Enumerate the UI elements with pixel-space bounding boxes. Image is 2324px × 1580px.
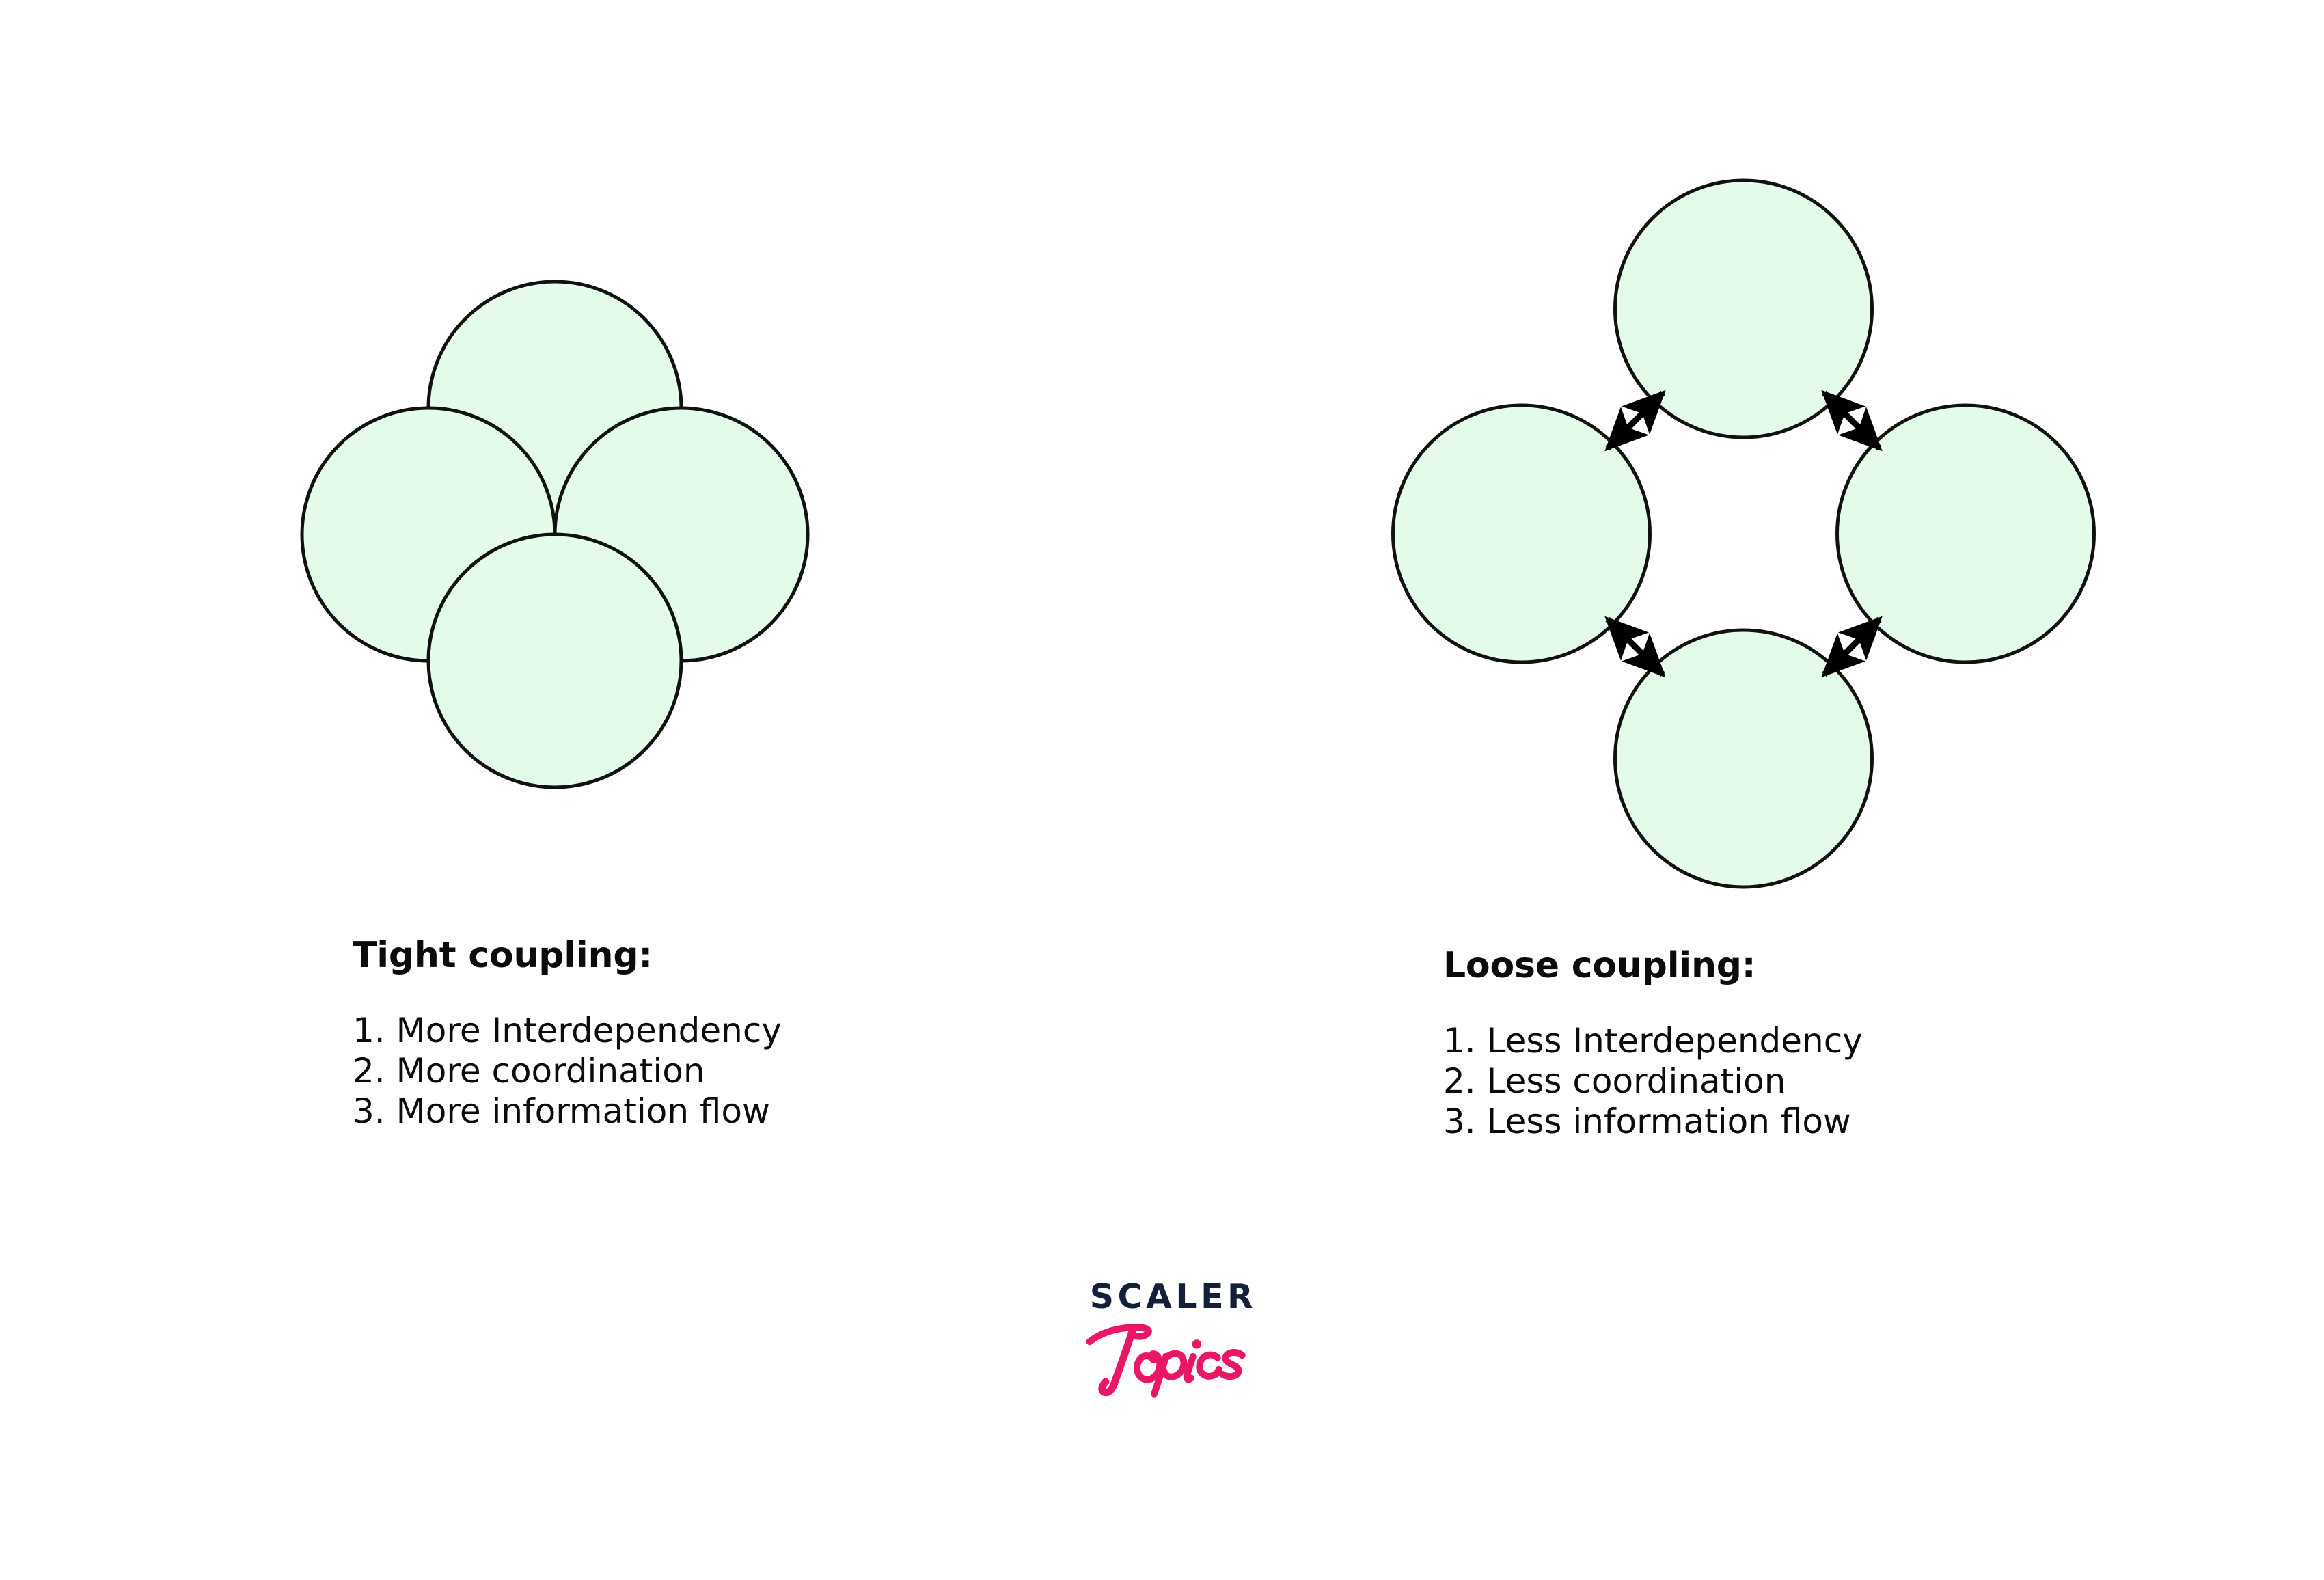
list-item: 1. More Interdependency bbox=[353, 1011, 1104, 1051]
arrow-bottom-to-right bbox=[1821, 616, 1883, 678]
list-item-label: More information flow bbox=[396, 1091, 770, 1132]
scaler-topics-logo: SCALER bbox=[1043, 1280, 1303, 1424]
list-item-number: 2. bbox=[1443, 1061, 1476, 1102]
loose-arrow-group bbox=[1604, 390, 1883, 678]
loose-coupling-text-block: Loose coupling: 1. Less Interdependency … bbox=[1443, 946, 2195, 1142]
loose-coupling-diagram bbox=[1162, 130, 2324, 936]
loose-coupling-svg bbox=[1391, 178, 2096, 889]
loose-circle-bottom bbox=[1613, 628, 1874, 889]
list-item: 2. Less coordination bbox=[1443, 1061, 2195, 1102]
list-item: 3. More information flow bbox=[353, 1091, 1104, 1132]
tight-circle-bottom bbox=[426, 532, 683, 789]
tight-circle-group bbox=[300, 280, 810, 789]
tight-coupling-diagram bbox=[0, 226, 1114, 841]
list-item-label: Less coordination bbox=[1486, 1061, 1786, 1102]
arrow-top-to-right bbox=[1821, 390, 1883, 452]
list-item-label: More Interdependency bbox=[396, 1011, 782, 1051]
logo-script-topics bbox=[1043, 1312, 1303, 1401]
loose-circle-right bbox=[1835, 403, 2096, 664]
list-item-number: 1. bbox=[353, 1011, 385, 1051]
arrow-left-to-top bbox=[1604, 390, 1666, 452]
loose-circle-left bbox=[1391, 403, 1652, 664]
list-item-number: 3. bbox=[353, 1091, 385, 1132]
loose-coupling-list: 1. Less Interdependency 2. Less coordina… bbox=[1443, 1021, 2195, 1142]
tight-coupling-list: 1. More Interdependency 2. More coordina… bbox=[353, 1011, 1104, 1132]
list-item-label: More coordination bbox=[396, 1051, 705, 1091]
list-item-number: 2. bbox=[353, 1051, 385, 1091]
list-item-label: Less information flow bbox=[1486, 1102, 1851, 1142]
tight-coupling-text-block: Tight coupling: 1. More Interdependency … bbox=[353, 936, 1104, 1132]
tight-coupling-heading: Tight coupling: bbox=[353, 935, 653, 976]
tight-coupling-svg bbox=[300, 280, 810, 789]
list-item: 3. Less information flow bbox=[1443, 1102, 2195, 1142]
loose-circle-top bbox=[1613, 178, 1874, 439]
logo-wordmark-scaler: SCALER bbox=[1089, 1277, 1257, 1316]
loose-coupling-heading: Loose coupling: bbox=[1443, 945, 1756, 986]
list-item-number: 1. bbox=[1443, 1021, 1476, 1061]
logo-script-svg bbox=[1086, 1324, 1246, 1398]
loose-circle-group bbox=[1391, 178, 2096, 889]
list-item: 1. Less Interdependency bbox=[1443, 1021, 2195, 1061]
list-item: 2. More coordination bbox=[353, 1051, 1104, 1091]
arrow-left-to-bottom bbox=[1604, 616, 1666, 678]
list-item-label: Less Interdependency bbox=[1486, 1021, 1863, 1061]
list-item-number: 3. bbox=[1443, 1102, 1476, 1142]
